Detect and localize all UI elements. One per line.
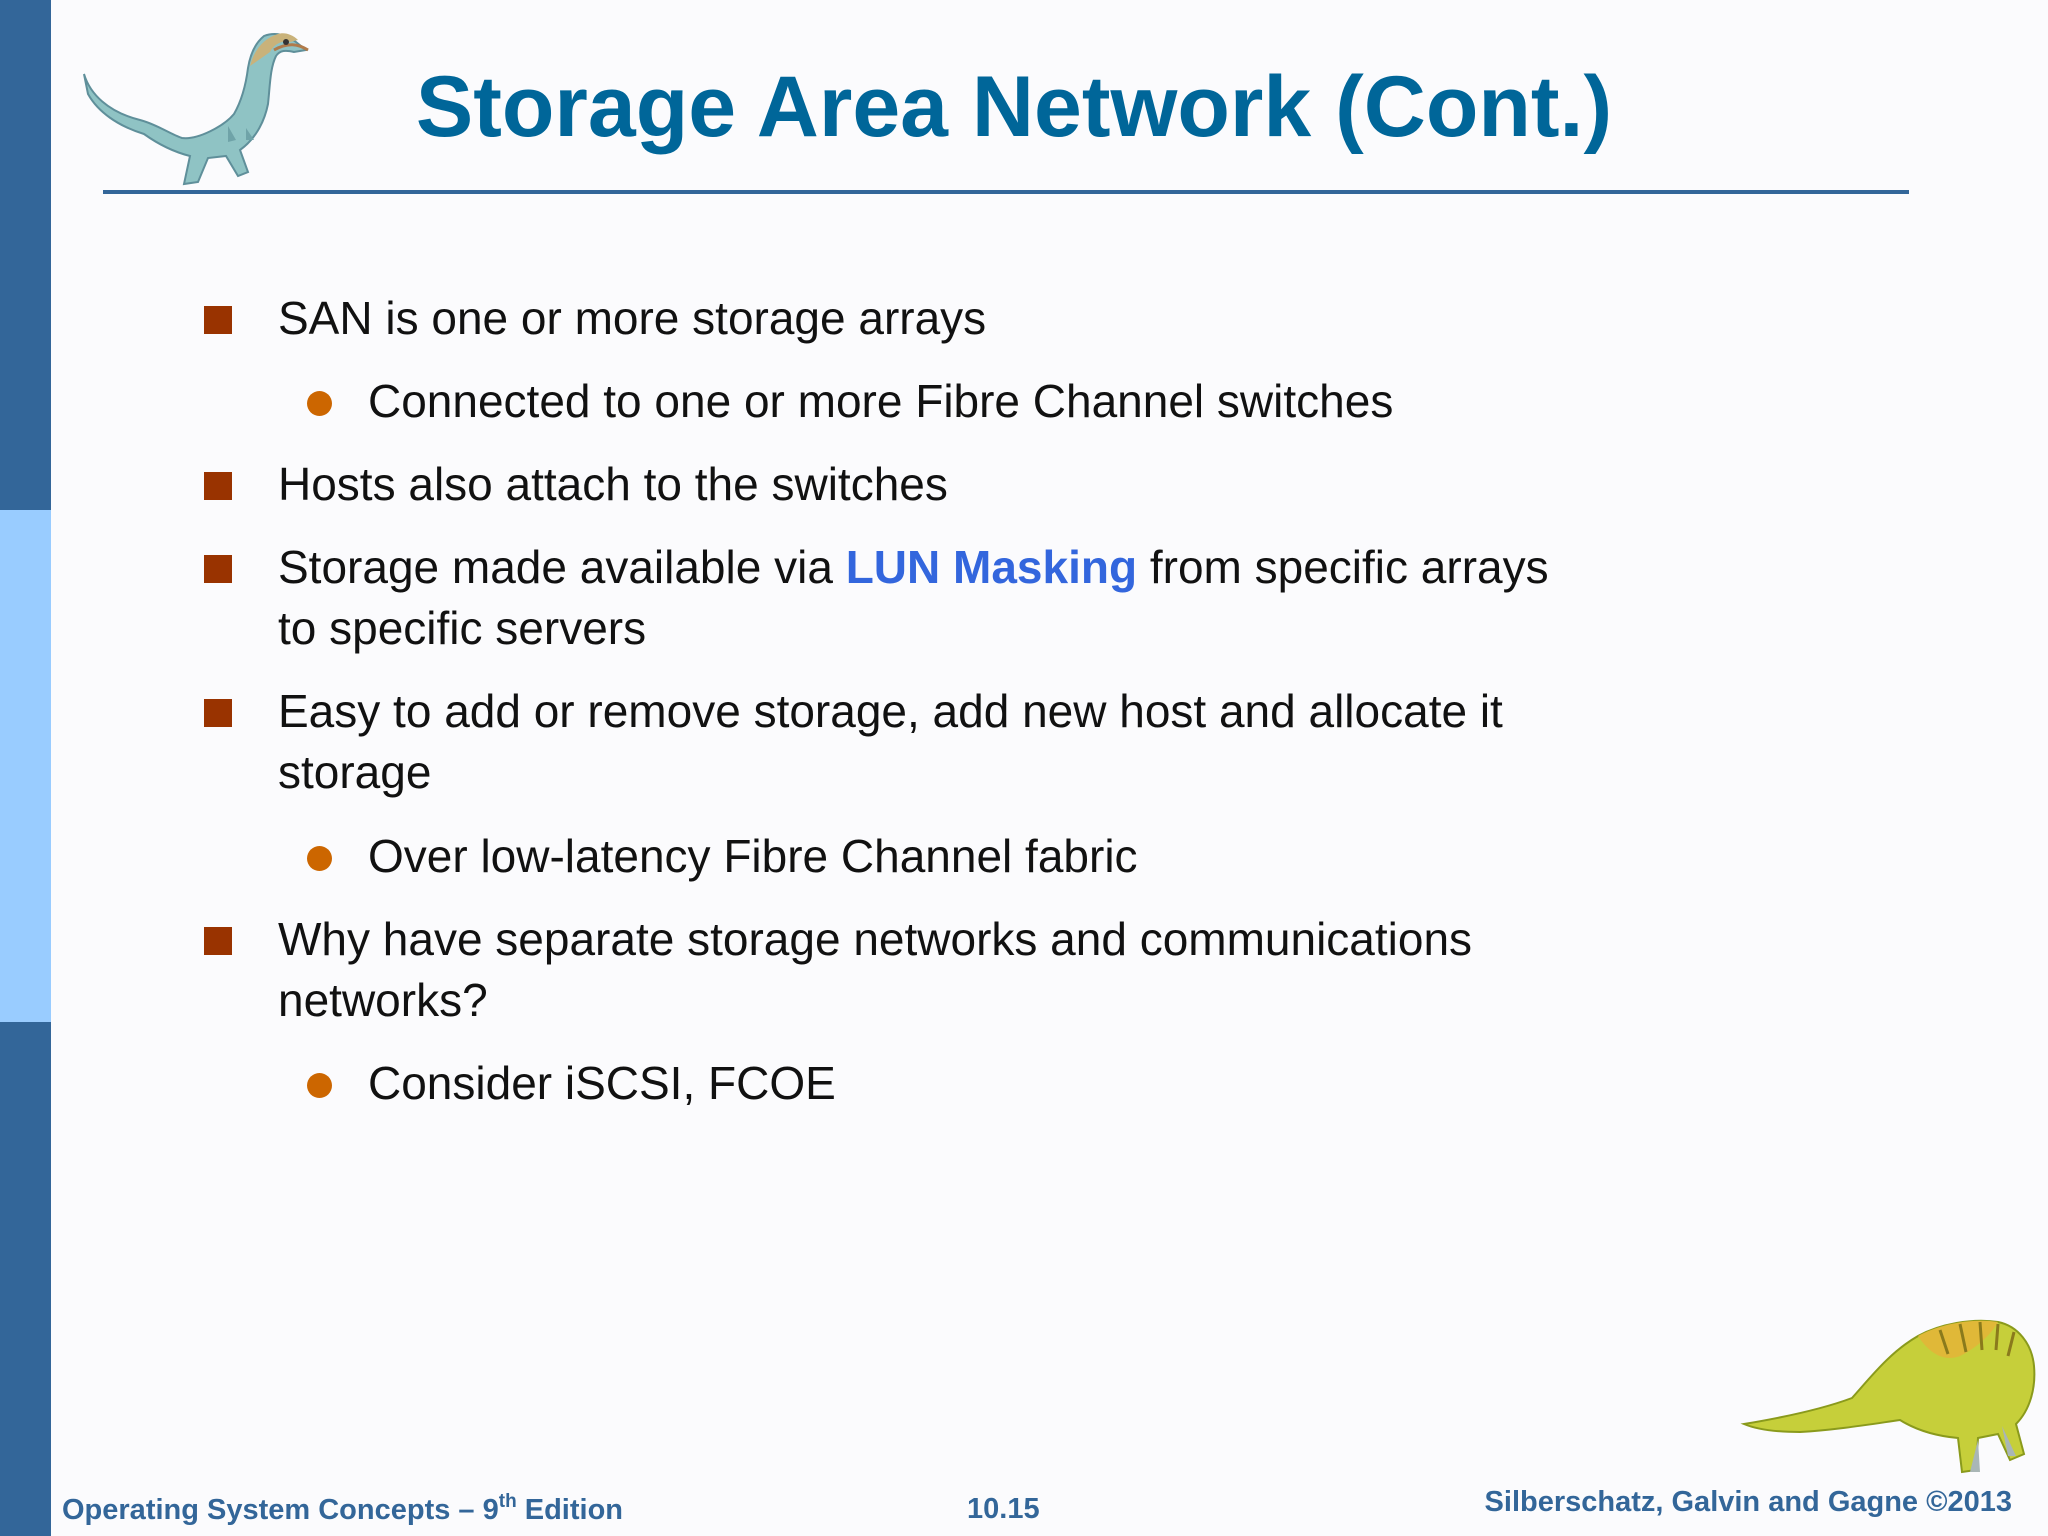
dinosaur-icon: [83, 33, 309, 186]
dot-bullet-icon: [307, 391, 332, 416]
sub-bullet-item: Over low-latency Fibre Channel fabric: [368, 826, 1138, 887]
bullet-item: Easy to add or remove storage, add new h…: [278, 681, 1503, 803]
footer-authors: Silberschatz, Galvin and Gagne ©2013: [1484, 1486, 2012, 1518]
bullet-text: Connected to one or more Fibre Channel s…: [368, 375, 1394, 427]
square-bullet-icon: [204, 699, 232, 727]
bullet-text: Consider iSCSI, FCOE: [368, 1057, 836, 1109]
footer-book-title: Operating System Concepts – 9th Edition: [62, 1491, 624, 1526]
dot-bullet-icon: [307, 846, 332, 871]
bullet-text-continuation: storage: [278, 746, 432, 798]
bullet-text: SAN is one or more storage arrays: [278, 292, 987, 344]
square-bullet-icon: [204, 555, 232, 583]
dot-bullet-icon: [307, 1073, 332, 1098]
bullet-text: Hosts also attach to the switches: [278, 458, 948, 510]
bullet-item: SAN is one or more storage arrays: [278, 288, 986, 349]
bullet-text: Why have separate storage networks and c…: [278, 913, 1473, 965]
square-bullet-icon: [204, 927, 232, 955]
bullet-text: Easy to add or remove storage, add new h…: [278, 685, 1503, 737]
bullet-text: from specific arrays: [1137, 541, 1549, 593]
bullet-item: Why have separate storage networks and c…: [278, 909, 1472, 1031]
bullet-text-continuation: to specific servers: [278, 602, 647, 654]
sidebar-middle-band: [0, 510, 51, 1022]
lun-masking-term: LUN Masking: [845, 541, 1138, 593]
bullet-text: Storage made available via: [278, 541, 846, 593]
sub-bullet-item: Consider iSCSI, FCOE: [368, 1053, 836, 1114]
dinosaur-icon: [1740, 1319, 2036, 1474]
bullet-text: Over low-latency Fibre Channel fabric: [368, 830, 1138, 882]
edition-superscript: th: [498, 1491, 517, 1512]
sub-bullet-item: Connected to one or more Fibre Channel s…: [368, 371, 1393, 432]
bullet-item: Storage made available via LUN Masking f…: [278, 537, 1549, 659]
square-bullet-icon: [204, 306, 232, 334]
bullet-text-continuation: networks?: [278, 974, 488, 1026]
bullet-item: Hosts also attach to the switches: [278, 454, 948, 515]
slide-title: Storage Area Network (Cont.): [415, 59, 1613, 155]
title-divider: [103, 190, 1909, 194]
sidebar-top-band: [0, 0, 51, 510]
sidebar-bottom-band: [0, 1022, 51, 1536]
footer-page-number: 10.15: [967, 1493, 1040, 1525]
square-bullet-icon: [204, 472, 232, 500]
